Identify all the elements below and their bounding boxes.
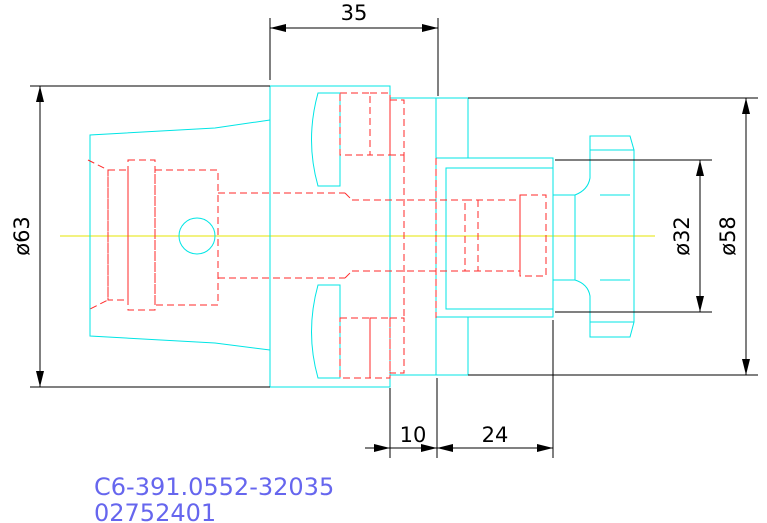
dim-label-24: 24 (482, 423, 509, 447)
cross-hole (178, 217, 216, 255)
dim-label-dia-32: ø32 (670, 216, 694, 256)
dim-label-35: 35 (341, 1, 368, 25)
part-number: C6-391.0552-32035 (94, 473, 334, 501)
dimension-dia-58: ø58 (468, 97, 758, 376)
part-code: 02752401 (94, 499, 216, 523)
dim-label-dia-63: ø63 (10, 216, 34, 256)
dim-label-dia-58: ø58 (716, 216, 740, 256)
hidden-lines (87, 92, 547, 379)
dimension-bottom: 10 24 (365, 320, 554, 458)
dimension-width-35: 35 (269, 1, 439, 96)
dimension-dia-63: ø63 (10, 85, 270, 388)
dim-label-10: 10 (400, 423, 427, 447)
dimension-dia-32: ø32 (555, 159, 712, 313)
